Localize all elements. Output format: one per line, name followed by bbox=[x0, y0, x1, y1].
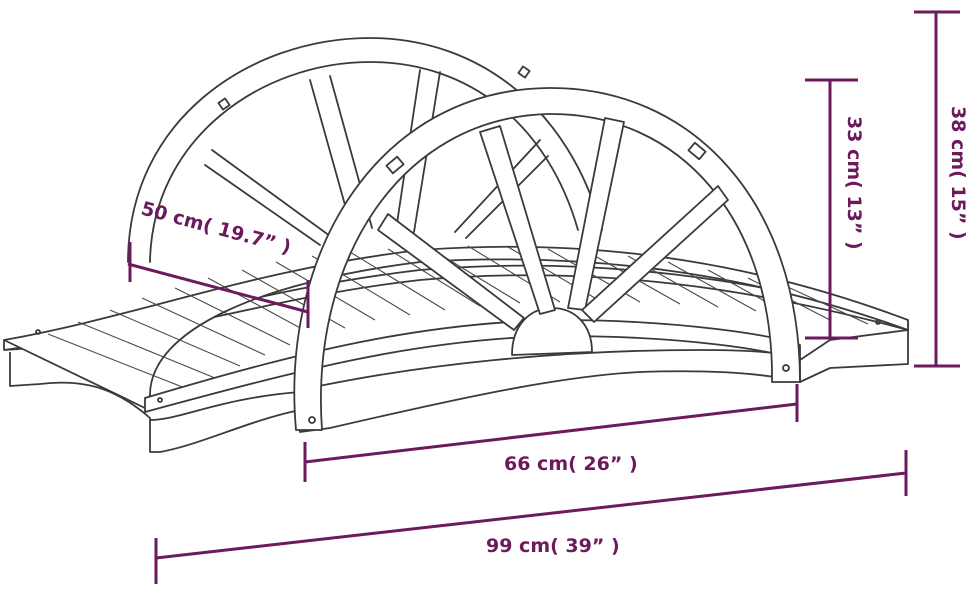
label-depth: 50 cm( 19.7” ) bbox=[139, 198, 294, 259]
dimension-rail-height-line bbox=[805, 78, 858, 340]
label-total-height: 38 cm( 15” ) bbox=[947, 106, 969, 240]
dimension-depth-line bbox=[127, 242, 310, 328]
garden-bridge-illustration bbox=[3, 37, 909, 453]
dimension-total-height-line bbox=[914, 10, 960, 368]
front-wheel-rail bbox=[293, 87, 801, 431]
label-total-length: 99 cm( 39” ) bbox=[486, 535, 620, 557]
dimension-inner-length-line bbox=[303, 384, 799, 482]
dimension-lines bbox=[127, 10, 960, 584]
label-inner-length: 66 cm( 26” ) bbox=[504, 453, 638, 475]
dimension-total-length-line bbox=[154, 450, 908, 584]
label-rail-height: 33 cm( 13” ) bbox=[843, 116, 865, 250]
front-wheel-spokes bbox=[377, 117, 729, 331]
